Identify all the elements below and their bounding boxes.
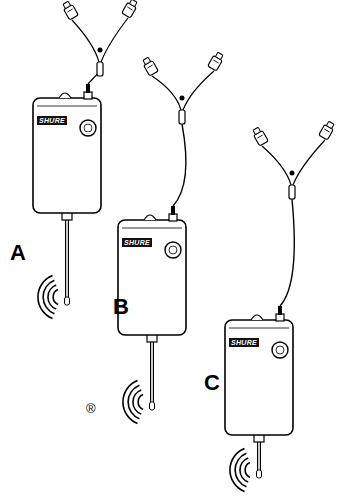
logo-text: SHURE [37,116,67,125]
earbud [122,0,139,18]
earbud [208,51,225,71]
radio-wave [245,463,250,478]
radio-wave [43,280,54,313]
radio-wave [230,449,245,492]
callout-letter: C [204,372,220,394]
radio-wave [48,285,56,309]
earbud [251,126,268,146]
logo-text: SHURE [122,238,152,247]
registered-mark: ® [86,402,96,415]
callout-letter: B [113,296,129,318]
bodypack-receiver [118,51,225,423]
callout-letter: A [10,242,26,264]
radio-wave [128,385,139,418]
bodypack-receiver [225,120,336,491]
radio-wave [133,390,141,414]
radio-wave [38,276,53,319]
earbud [61,0,78,20]
radio-wave [235,453,246,486]
radio-wave [138,395,143,410]
earbud [319,120,336,140]
logo-text: SHURE [229,338,259,347]
radio-wave [123,381,138,424]
earbud [141,56,158,76]
radio-wave [53,290,58,305]
radio-wave [240,458,248,482]
